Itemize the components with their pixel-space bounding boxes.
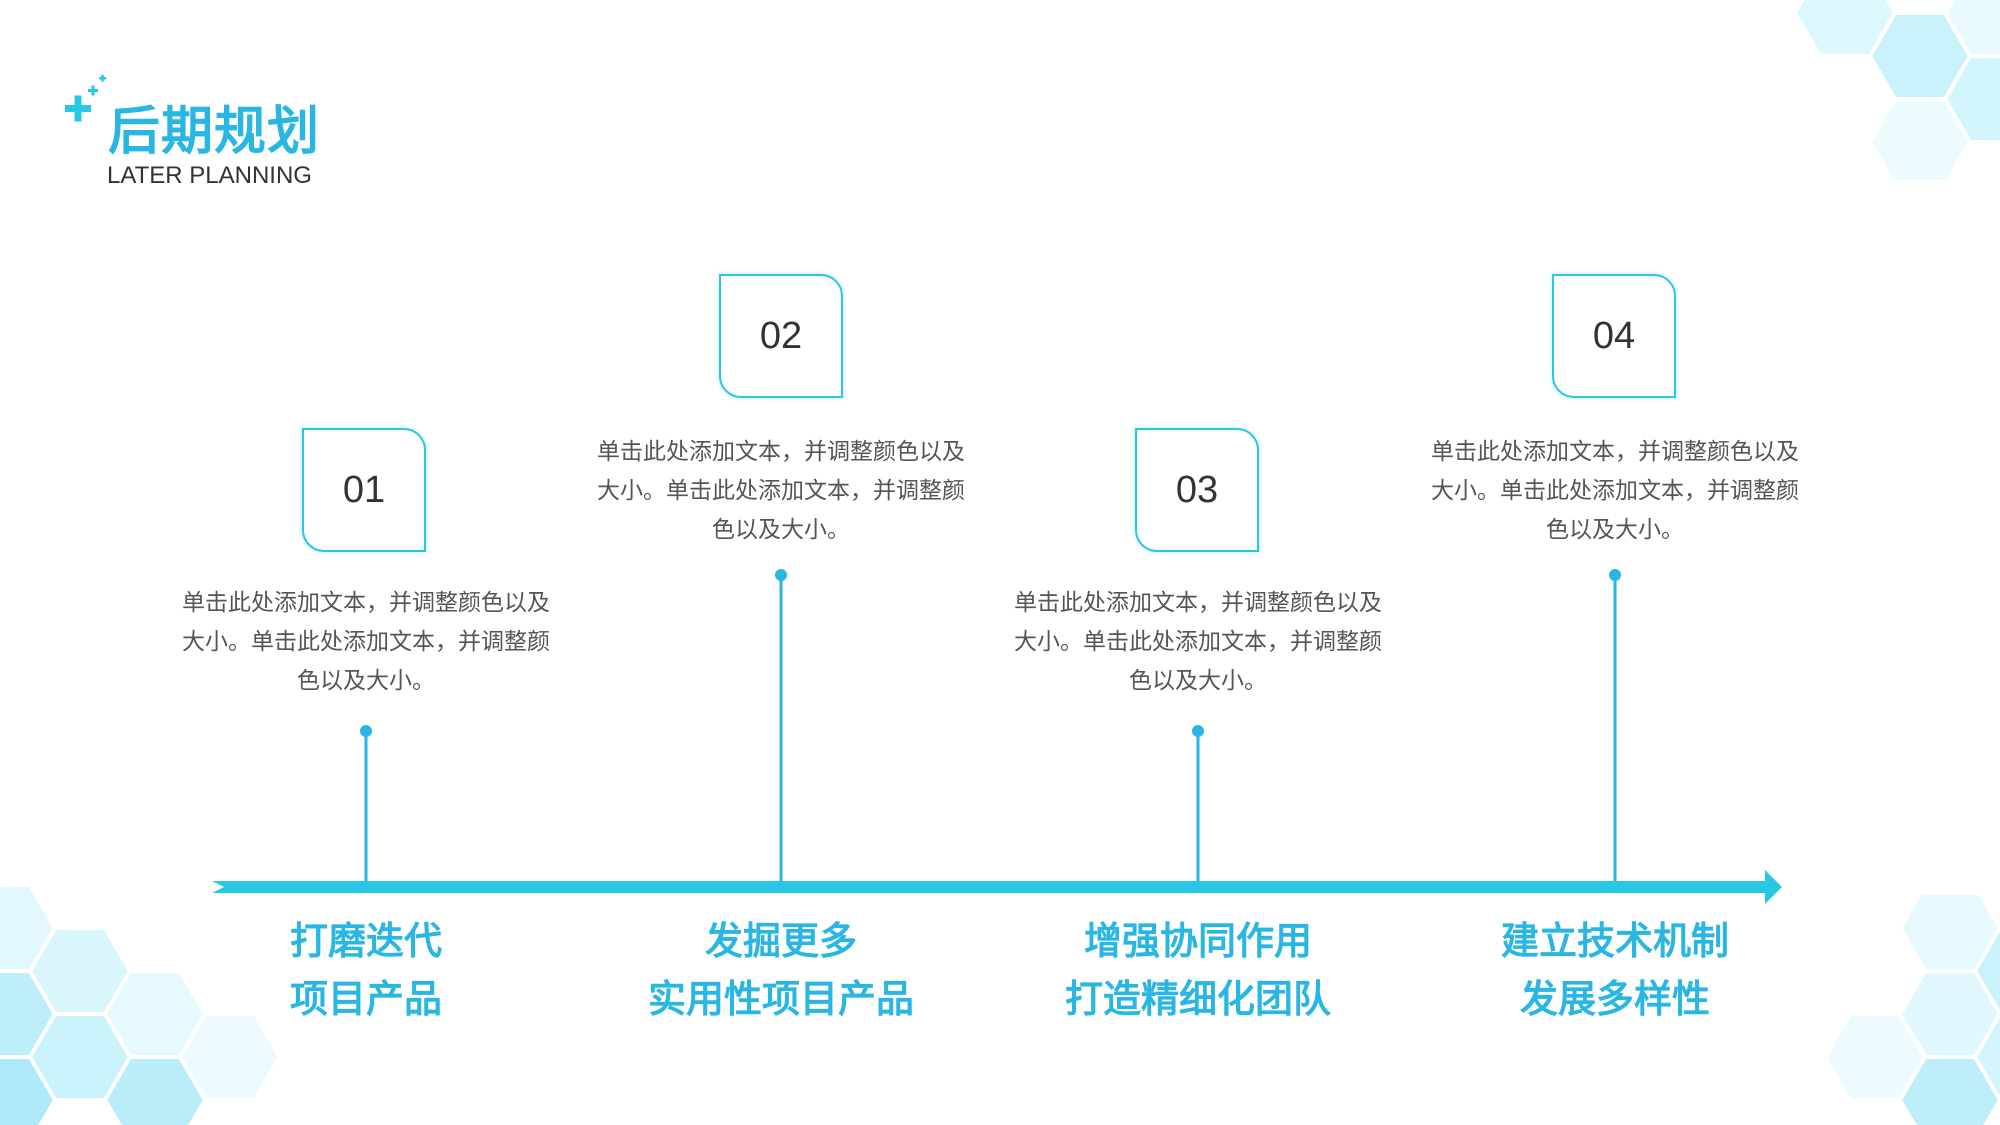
milestone-label-line2: 实用性项目产品 [647, 977, 914, 1021]
milestone-description: 单击此处添加文本，并调整颜色以及大小。单击此处添加文本，并调整颜色以及大小。 [182, 590, 550, 694]
timeline-arrow [212, 870, 1782, 904]
milestone-number-box: 03 [1135, 428, 1259, 552]
milestone-description: 单击此处添加文本，并调整颜色以及大小。单击此处添加文本，并调整颜色以及大小。 [1014, 590, 1382, 694]
plus-sparkle-icon [65, 74, 106, 122]
milestone-number-box: 02 [719, 274, 843, 398]
milestone-number-box: 04 [1552, 274, 1676, 398]
page-title: 后期规划 [108, 102, 321, 162]
connector-dot-2 [775, 569, 787, 581]
milestone-label-line2: 项目产品 [289, 977, 442, 1021]
connector-dot-4 [1609, 569, 1621, 581]
connector-dot-1 [360, 725, 372, 737]
connector-dot-3 [1192, 725, 1204, 737]
page-subtitle: LATER PLANNING [107, 162, 312, 189]
milestone-label-line1: 发掘更多 [704, 919, 857, 963]
milestone-label-line1: 建立技术机制 [1500, 919, 1729, 963]
milestone-label-line1: 打磨迭代 [289, 919, 442, 963]
milestone-label-line2: 发展多样性 [1519, 977, 1710, 1021]
milestone-description: 单击此处添加文本，并调整颜色以及大小。单击此处添加文本，并调整颜色以及大小。 [1431, 439, 1799, 543]
milestone-label-line2: 打造精细化团队 [1064, 977, 1331, 1021]
milestone-number-box: 01 [302, 428, 426, 552]
milestone-label-line1: 增强协同作用 [1083, 919, 1312, 963]
milestone-description: 单击此处添加文本，并调整颜色以及大小。单击此处添加文本，并调整颜色以及大小。 [597, 439, 965, 543]
